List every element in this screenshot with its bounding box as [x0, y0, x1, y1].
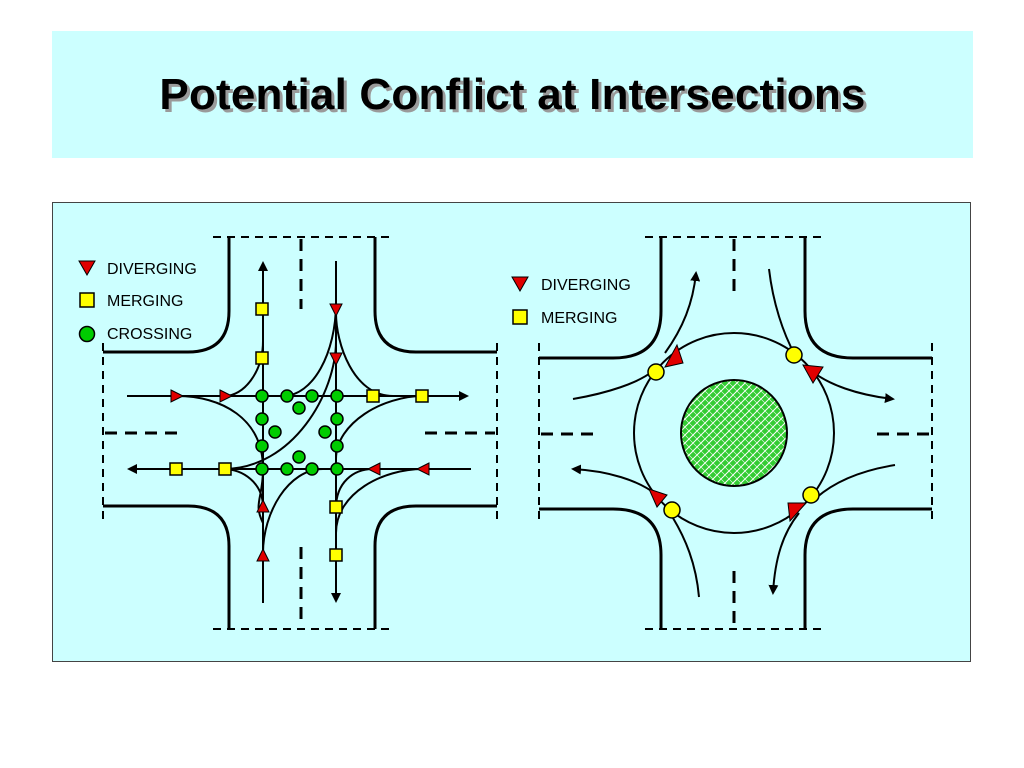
legend-crossing-icon — [78, 325, 96, 343]
legend-diverging-icon — [78, 260, 96, 277]
left-curbs — [103, 237, 497, 629]
diverging-marker — [256, 547, 270, 562]
crossing-marker — [280, 462, 294, 476]
crossing-marker — [255, 389, 269, 403]
merging-marker — [329, 500, 343, 514]
legend-diverging-label: DIVERGING — [107, 261, 197, 278]
left-diverging-markers — [170, 303, 430, 562]
crossing-marker — [330, 439, 344, 453]
merging-marker — [169, 462, 183, 476]
diverging-marker — [170, 389, 185, 403]
legend-diverging-label: DIVERGING — [541, 277, 631, 294]
title-band: Potential Conflict at Intersections — [52, 31, 973, 158]
central-island — [680, 379, 788, 487]
legend-merging-icon — [512, 309, 528, 325]
legend-merging-label: MERGING — [541, 310, 617, 327]
crossing-marker — [318, 425, 332, 439]
merging-marker — [785, 346, 803, 364]
diverging-marker — [415, 462, 430, 476]
crossing-marker — [255, 462, 269, 476]
right-lane-markings — [538, 236, 933, 630]
crossing-marker — [292, 401, 306, 415]
crossing-marker — [330, 389, 344, 403]
diverging-marker — [802, 364, 824, 384]
crossing-marker — [255, 439, 269, 453]
merging-marker — [218, 462, 232, 476]
diverging-marker — [366, 462, 381, 476]
merging-marker — [366, 389, 380, 403]
right-vehicle-paths — [571, 268, 896, 598]
right-curbs — [539, 237, 932, 629]
diagram-panel: DIVERGING MERGING CROSSING — [52, 202, 971, 662]
merging-marker — [415, 389, 429, 403]
merging-marker — [255, 302, 269, 316]
diverging-marker — [219, 389, 234, 403]
left-legend: DIVERGING MERGING CROSSING — [78, 260, 197, 343]
crossing-marker — [280, 389, 294, 403]
diverging-marker — [256, 498, 270, 513]
legend-merging-icon — [79, 292, 95, 308]
crossing-marker — [292, 450, 306, 464]
right-legend: DIVERGING MERGING — [511, 276, 631, 327]
merging-marker — [255, 351, 269, 365]
slide-title: Potential Conflict at Intersections — [159, 69, 866, 119]
diverging-marker — [648, 488, 668, 508]
diagram-canvas: DIVERGING MERGING CROSSING — [78, 236, 933, 630]
crossing-marker — [330, 462, 344, 476]
diverging-marker — [664, 343, 684, 368]
right-diverging-markers — [648, 343, 824, 523]
merging-marker — [329, 548, 343, 562]
diverging-marker — [329, 352, 343, 367]
crossing-marker — [305, 389, 319, 403]
merging-marker — [802, 486, 820, 504]
legend-crossing-label: CROSSING — [107, 326, 192, 343]
crossing-marker — [330, 412, 344, 426]
left-lane-markings — [102, 236, 498, 630]
left-merging-markers — [169, 302, 429, 562]
circulating-roadway — [633, 332, 835, 534]
left-intersection: DIVERGING MERGING CROSSING — [78, 236, 498, 630]
right-merging-markers — [647, 346, 820, 519]
merging-marker — [647, 363, 665, 381]
crossing-marker — [268, 425, 282, 439]
crossing-marker — [305, 462, 319, 476]
left-vehicle-paths — [127, 261, 471, 603]
legend-merging-label: MERGING — [107, 293, 183, 310]
crossing-marker — [255, 412, 269, 426]
legend-diverging-icon — [511, 276, 529, 293]
diverging-marker — [787, 502, 808, 523]
diverging-marker — [329, 303, 343, 318]
left-crossing-markers — [255, 389, 344, 476]
merging-marker — [663, 501, 681, 519]
right-roundabout: DIVERGING MERGING — [511, 236, 933, 630]
